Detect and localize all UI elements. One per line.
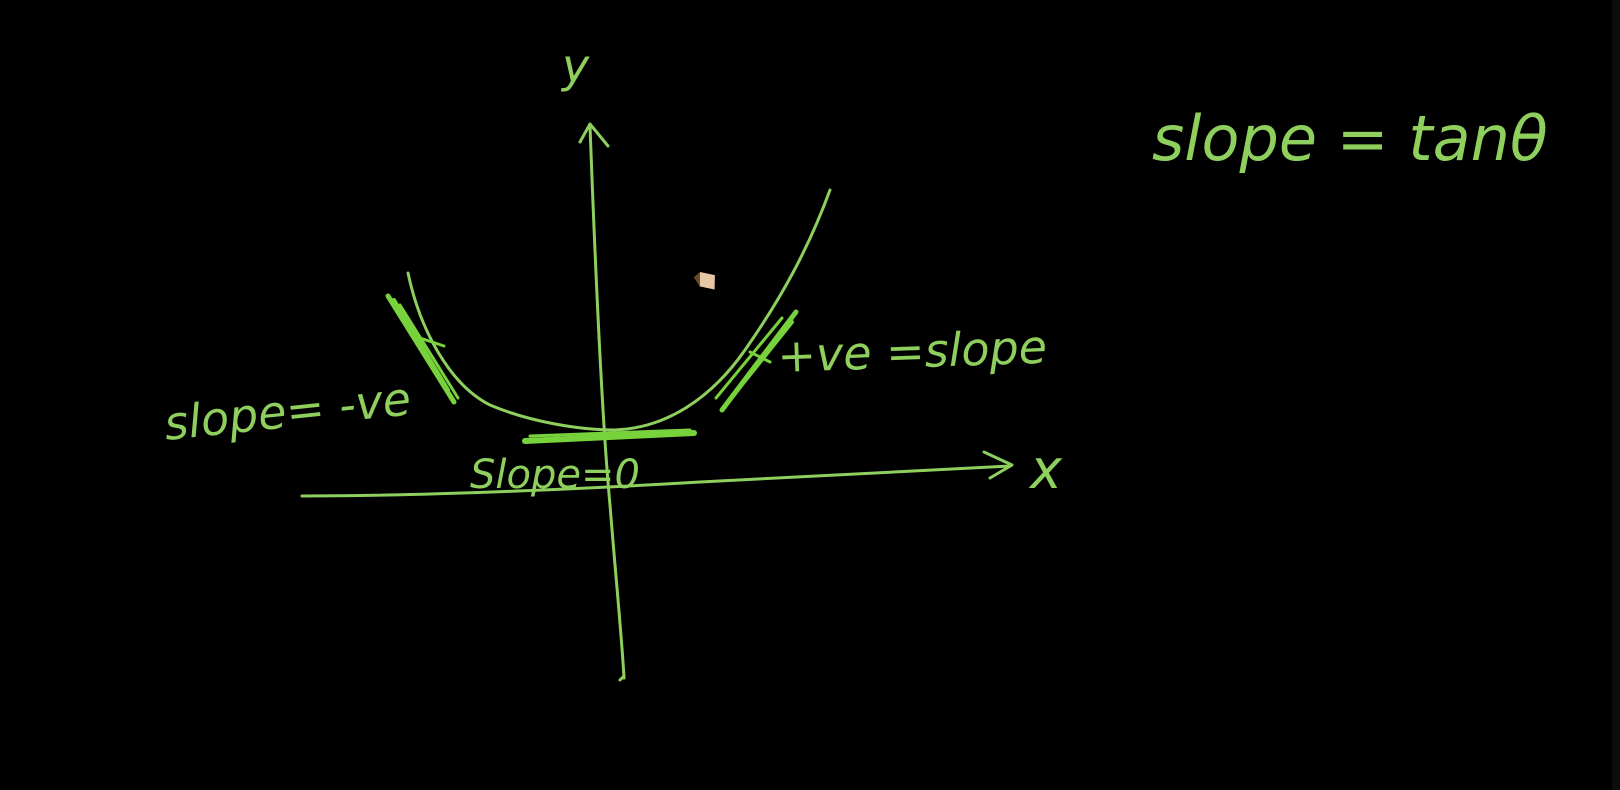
tangent-zero-line — [522, 430, 697, 444]
x-axis-label: x — [1028, 438, 1063, 501]
y-axis-arrowhead — [578, 122, 610, 148]
pencil-cursor-body — [699, 272, 715, 290]
y-axis — [578, 122, 626, 682]
pencil-cursor-icon — [693, 272, 715, 290]
negative-slope-label: slope= -ve — [162, 371, 414, 451]
y-axis-bottom-hook — [618, 674, 626, 682]
slope-formula-label: slope = tanθ — [1152, 102, 1548, 175]
parabola-curve — [406, 188, 832, 432]
y-axis-line — [588, 124, 626, 680]
tangent-negative — [385, 293, 460, 405]
tangent-positive — [714, 309, 799, 413]
x-axis-line — [300, 464, 1012, 498]
y-axis-label: y — [560, 39, 590, 93]
zero-slope-label: Slope=0 — [470, 452, 640, 498]
pencil-cursor-tip — [693, 272, 700, 287]
right-edge-strip — [1612, 0, 1620, 790]
positive-slope-label: +ve =slope — [776, 320, 1047, 383]
x-axis-arrowhead — [982, 450, 1014, 480]
x-axis — [300, 450, 1014, 498]
tangent-zero — [522, 428, 697, 444]
